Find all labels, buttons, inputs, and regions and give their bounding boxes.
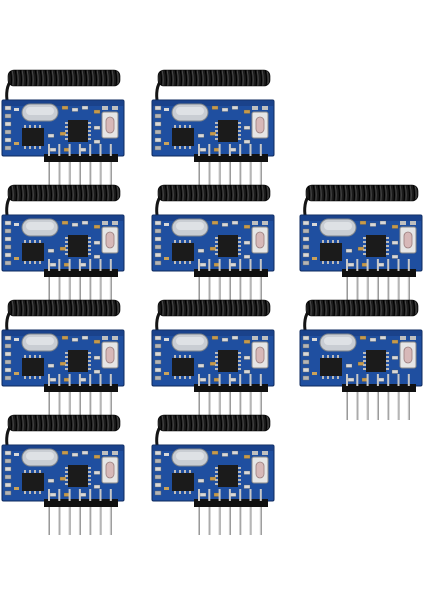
smd-components [302, 220, 399, 267]
push-button [101, 221, 119, 254]
smd-components [154, 105, 251, 152]
crystal-oscillator [21, 448, 59, 467]
pin-header [44, 144, 118, 190]
push-button [251, 451, 269, 484]
antenna-coil [155, 69, 271, 106]
antenna-coil [5, 299, 121, 336]
smd-components [302, 335, 399, 382]
pin-header [342, 259, 416, 305]
pin-header [44, 489, 118, 535]
smd-components [154, 220, 251, 267]
crystal-oscillator [21, 333, 59, 352]
smd-components [154, 335, 251, 382]
receiver-chip [172, 355, 194, 379]
receiver-chip [22, 355, 44, 379]
receiver-chip [320, 355, 342, 379]
receiver-chip [172, 240, 194, 264]
receiver-chip [22, 240, 44, 264]
receiver-chip [320, 240, 342, 264]
pin-header [44, 259, 118, 305]
rf-module [151, 69, 275, 190]
antenna-coil [5, 69, 121, 106]
receiver-chip [22, 470, 44, 494]
rf-module [1, 69, 125, 190]
rf-module [151, 414, 275, 535]
push-button [251, 106, 269, 139]
smd-components [4, 105, 101, 152]
decoder-chip [215, 235, 241, 257]
decoder-chip [215, 120, 241, 142]
push-button [251, 221, 269, 254]
decoder-chip [215, 350, 241, 372]
receiver-chip [172, 470, 194, 494]
crystal-oscillator [319, 333, 357, 352]
antenna-coil [155, 299, 271, 336]
crystal-oscillator [171, 103, 209, 122]
antenna-coil [155, 414, 271, 451]
rf-module [151, 299, 275, 420]
decoder-chip [65, 465, 91, 487]
receiver-chip [22, 125, 44, 149]
decoder-chip [363, 350, 389, 372]
crystal-oscillator [171, 218, 209, 237]
rf-module [1, 299, 125, 420]
antenna-coil [5, 184, 121, 221]
crystal-oscillator [171, 448, 209, 467]
push-button [399, 336, 417, 369]
receiver-chip [172, 125, 194, 149]
antenna-coil [303, 299, 419, 336]
push-button [251, 336, 269, 369]
crystal-oscillator [171, 333, 209, 352]
pin-header [194, 489, 268, 535]
push-button [101, 106, 119, 139]
crystal-oscillator [319, 218, 357, 237]
decoder-chip [65, 235, 91, 257]
smd-components [4, 220, 101, 267]
pin-header [44, 374, 118, 420]
push-button [399, 221, 417, 254]
pin-header [194, 374, 268, 420]
pin-header [194, 259, 268, 305]
rf-module [1, 184, 125, 305]
pin-header [194, 144, 268, 190]
decoder-chip [215, 465, 241, 487]
rf-module [1, 414, 125, 535]
antenna-coil [5, 414, 121, 451]
decoder-chip [65, 350, 91, 372]
antenna-coil [303, 184, 419, 221]
push-button [101, 451, 119, 484]
antenna-coil [155, 184, 271, 221]
push-button [101, 336, 119, 369]
rf-module [151, 184, 275, 305]
decoder-chip [65, 120, 91, 142]
rf-module [299, 299, 423, 420]
smd-components [4, 335, 101, 382]
decoder-chip [363, 235, 389, 257]
rf-module [299, 184, 423, 305]
pin-header [342, 374, 416, 420]
crystal-oscillator [21, 103, 59, 122]
crystal-oscillator [21, 218, 59, 237]
smd-components [4, 450, 101, 497]
smd-components [154, 450, 251, 497]
